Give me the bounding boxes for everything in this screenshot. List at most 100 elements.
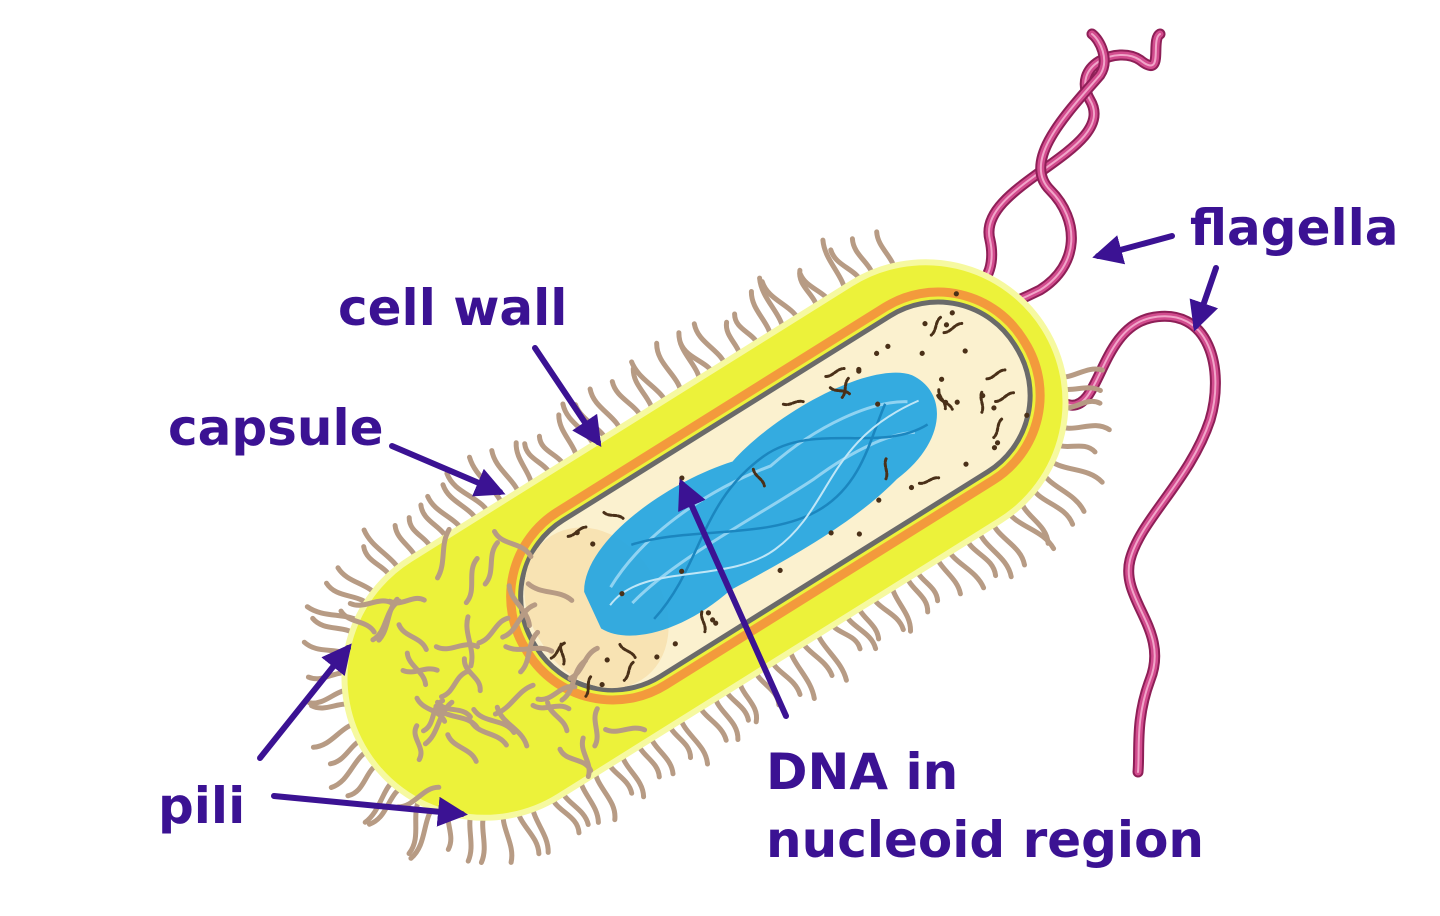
ribosome (962, 348, 968, 354)
ribosome (938, 376, 945, 382)
ribosome (856, 368, 862, 374)
pilus (439, 669, 471, 700)
pilus (525, 581, 575, 603)
ribosome (574, 530, 580, 536)
ribosome (908, 484, 915, 491)
ribosome (713, 620, 719, 626)
pilus (500, 602, 538, 640)
pilus (435, 699, 473, 720)
ribosome (1024, 412, 1030, 418)
ribosome (943, 322, 950, 328)
ribosome (584, 675, 593, 698)
ribosome (963, 461, 969, 467)
ribosome (953, 291, 959, 297)
ribosome (705, 610, 712, 616)
ribosome (856, 531, 862, 537)
ribosome (618, 642, 637, 659)
ribosome (604, 657, 610, 663)
pilus (422, 699, 455, 747)
ribosome (828, 530, 834, 536)
ribosomes (549, 291, 1030, 698)
ribosome (549, 641, 566, 660)
cell-wall-label: cell wall (338, 279, 568, 337)
pili-arrow-1 (257, 643, 352, 761)
flagella-label: flagella (1190, 199, 1399, 257)
ribosome (876, 497, 882, 503)
flagella-arrow-2 (1189, 265, 1219, 332)
leader-arrows (257, 233, 1219, 827)
ribosome (622, 660, 635, 682)
ribosome (919, 350, 925, 356)
ribosome (885, 343, 891, 349)
ribosome (619, 591, 625, 597)
capsule-arrow (389, 443, 506, 497)
ribosome (949, 310, 955, 316)
ribosome (679, 568, 685, 574)
pilus (603, 725, 648, 734)
cell-wall-arrow (532, 345, 602, 447)
pilus (559, 658, 588, 703)
dna-label-line-1: DNA in (766, 743, 959, 801)
ribosome (824, 367, 846, 378)
pilus (404, 650, 429, 688)
ribosome (873, 350, 880, 357)
ribosome (781, 399, 805, 407)
pilus (503, 644, 555, 654)
pilus (433, 703, 480, 730)
ribosome (991, 445, 998, 451)
ribosome (590, 541, 596, 547)
ribosome (980, 393, 986, 399)
ribosome (883, 457, 889, 481)
ribosome (954, 399, 960, 405)
pilus (506, 583, 532, 629)
pilus (463, 556, 480, 606)
ribosome (942, 321, 964, 335)
pilus (461, 656, 483, 694)
pilus (435, 526, 452, 581)
pilus (433, 642, 480, 652)
pilus (471, 707, 517, 735)
pili-label: pili (158, 777, 246, 835)
ribosome (599, 682, 605, 688)
ribosome (828, 386, 851, 396)
ribosome (937, 388, 947, 411)
pilus (482, 540, 500, 587)
ribosome (994, 391, 1016, 403)
ribosome (875, 401, 881, 407)
pilus (530, 702, 572, 712)
pili-arrow-2 (271, 793, 468, 827)
flagella-arrow-1 (1092, 233, 1175, 265)
capsule-label: capsule (168, 399, 384, 457)
ribosome (672, 641, 678, 647)
ribosome (929, 315, 943, 337)
ribosome (777, 567, 783, 574)
ribosome (994, 440, 1001, 446)
pilus (376, 596, 400, 643)
pilus (464, 614, 475, 669)
ribosome (751, 467, 766, 488)
ribosome (917, 476, 941, 485)
pilus (592, 706, 600, 749)
ribosome (602, 510, 625, 520)
dna-label: DNA in nucleoid region (766, 738, 1204, 874)
pilus (396, 622, 429, 652)
ribosome (654, 654, 660, 660)
dna-label-line-2: nucleoid region (766, 811, 1205, 869)
ribosome (922, 321, 928, 327)
ribosome (710, 617, 716, 623)
pilus (492, 529, 534, 559)
ribosome (991, 405, 997, 411)
ribosome (699, 610, 707, 634)
pilus (557, 746, 594, 773)
ribosome (840, 376, 850, 399)
pilus (412, 723, 424, 763)
pilus (494, 704, 530, 749)
pilus (518, 629, 541, 675)
ribosome (985, 368, 1007, 381)
ribosome (992, 417, 1004, 440)
pilus (445, 732, 479, 764)
pilus (338, 608, 377, 635)
pili-inner (338, 526, 648, 810)
dna-arrow (678, 478, 789, 719)
